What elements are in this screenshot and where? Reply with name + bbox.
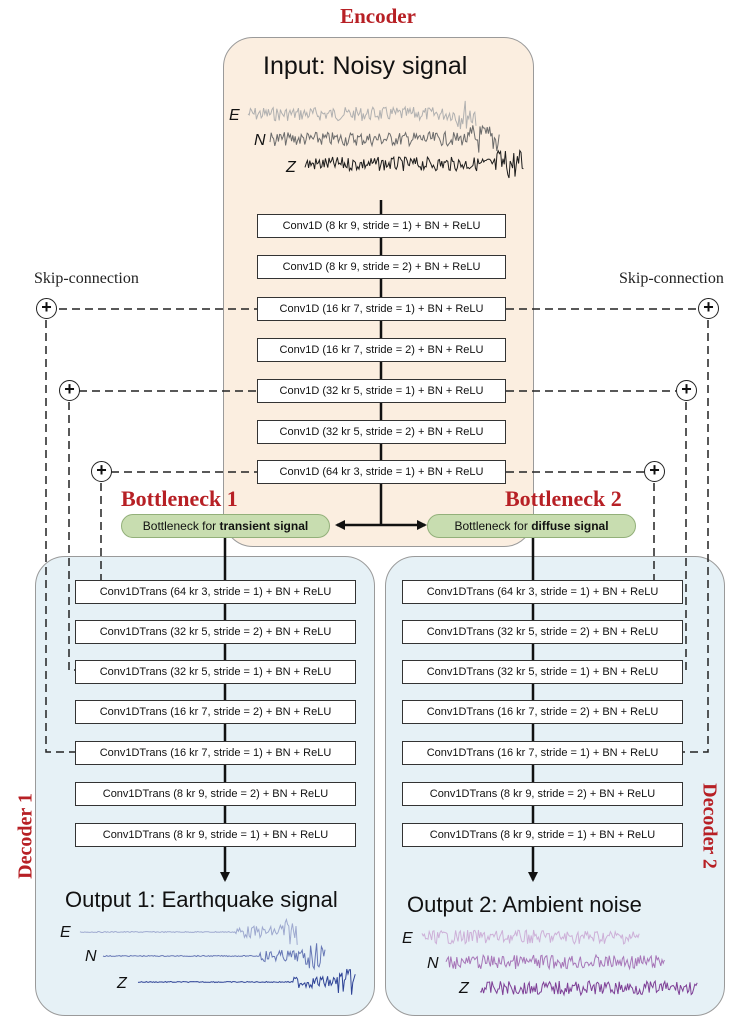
skip-connection-label-left: Skip-connection (34, 270, 139, 287)
encoder-layer-1: Conv1D (8 kr 9, stride = 1) + BN + ReLU (257, 214, 506, 238)
skip-line-mid-right (506, 390, 687, 671)
output1-component-e: E (60, 924, 71, 941)
skip-line-outer-right (506, 308, 709, 753)
bottleneck2-prefix: Bottleneck for (454, 519, 532, 533)
bottleneck2-title: Bottleneck 2 (505, 486, 622, 511)
input-trace-z (304, 149, 524, 179)
skip-plus-icon-mid-right: + (676, 380, 697, 401)
input-component-n: N (254, 132, 266, 149)
skip-line-inner-right (506, 471, 655, 591)
skip-plus-icon-inner-left: + (91, 461, 112, 482)
decoder2-title: Decoder 2 (698, 783, 721, 869)
decoder1-layer-7: Conv1DTrans (8 kr 9, stride = 1) + BN + … (75, 823, 356, 847)
waveform-traces (79, 100, 698, 997)
input-trace-n (269, 124, 500, 153)
bottleneck1-box: Bottleneck for transient signal (121, 514, 330, 538)
output2-component-n: N (427, 955, 439, 972)
skip-plus-icon-outer-left: + (36, 298, 57, 319)
output1-trace-z (137, 968, 356, 995)
bottleneck2-box: Bottleneck for diffuse signal (427, 514, 636, 538)
decoder1-title: Decoder 1 (14, 793, 37, 879)
output1-component-z: Z (117, 975, 127, 992)
input-component-e: E (229, 107, 240, 124)
input-trace-e (247, 100, 477, 130)
decoder2-layer-1: Conv1DTrans (64 kr 3, stride = 1) + BN +… (402, 580, 683, 604)
skip-line-mid-left (68, 390, 257, 671)
decoder2-layer-3: Conv1DTrans (32 kr 5, stride = 1) + BN +… (402, 660, 683, 684)
skip-connection-label-right: Skip-connection (619, 270, 724, 287)
decoder2-layer-4: Conv1DTrans (16 kr 7, stride = 2) + BN +… (402, 700, 683, 724)
bottleneck1-prefix: Bottleneck for (142, 519, 220, 533)
decoder1-layer-2: Conv1DTrans (32 kr 5, stride = 2) + BN +… (75, 620, 356, 644)
output2-trace-n (445, 953, 665, 971)
encoder-layer-2: Conv1D (8 kr 9, stride = 2) + BN + ReLU (257, 255, 506, 279)
skip-plus-icon-outer-right: + (698, 298, 719, 319)
output2-trace-z (479, 979, 698, 997)
skip-connection-lines (45, 308, 709, 753)
output2-component-z: Z (459, 980, 469, 997)
decoder1-layer-1: Conv1DTrans (64 kr 3, stride = 1) + BN +… (75, 580, 356, 604)
encoder-layer-7: Conv1D (64 kr 3, stride = 1) + BN + ReLU (257, 460, 506, 484)
decoder2-layer-6: Conv1DTrans (8 kr 9, stride = 2) + BN + … (402, 782, 683, 806)
encoder-layer-4: Conv1D (16 kr 7, stride = 2) + BN + ReLU (257, 338, 506, 362)
decoder2-layer-5: Conv1DTrans (16 kr 7, stride = 1) + BN +… (402, 741, 683, 765)
bottleneck1-title: Bottleneck 1 (121, 486, 238, 511)
data-flow-lines (225, 200, 533, 880)
output1-trace-n (102, 943, 326, 971)
bottleneck2-emphasis: diffuse signal (531, 519, 609, 533)
skip-line-outer-left (45, 308, 257, 753)
encoder-title: Encoder (340, 4, 416, 28)
output1-component-n: N (85, 948, 97, 965)
skip-plus-icon-inner-right: + (644, 461, 665, 482)
output1-title: Output 1: Earthquake signal (65, 887, 338, 912)
encoder-layer-5: Conv1D (32 kr 5, stride = 1) + BN + ReLU (257, 379, 506, 403)
decoder1-layer-3: Conv1DTrans (32 kr 5, stride = 1) + BN +… (75, 660, 356, 684)
output2-component-e: E (402, 930, 413, 947)
skip-line-inner-left (100, 471, 257, 591)
decoder2-layer-2: Conv1DTrans (32 kr 5, stride = 2) + BN +… (402, 620, 683, 644)
decoder1-layer-4: Conv1DTrans (16 kr 7, stride = 2) + BN +… (75, 700, 356, 724)
output2-trace-e (421, 929, 640, 945)
input-component-z: Z (286, 159, 296, 176)
output2-title: Output 2: Ambient noise (407, 892, 642, 917)
decoder1-layer-5: Conv1DTrans (16 kr 7, stride = 1) + BN +… (75, 741, 356, 765)
decoder2-layer-7: Conv1DTrans (8 kr 9, stride = 1) + BN + … (402, 823, 683, 847)
encoder-layer-3: Conv1D (16 kr 7, stride = 1) + BN + ReLU (257, 297, 506, 321)
encoder-layer-6: Conv1D (32 kr 5, stride = 2) + BN + ReLU (257, 420, 506, 444)
output1-trace-e (79, 917, 298, 945)
input-title: Input: Noisy signal (263, 52, 468, 80)
bottleneck1-emphasis: transient signal (219, 519, 309, 533)
decoder1-layer-6: Conv1DTrans (8 kr 9, stride = 2) + BN + … (75, 782, 356, 806)
skip-plus-icon-mid-left: + (59, 380, 80, 401)
